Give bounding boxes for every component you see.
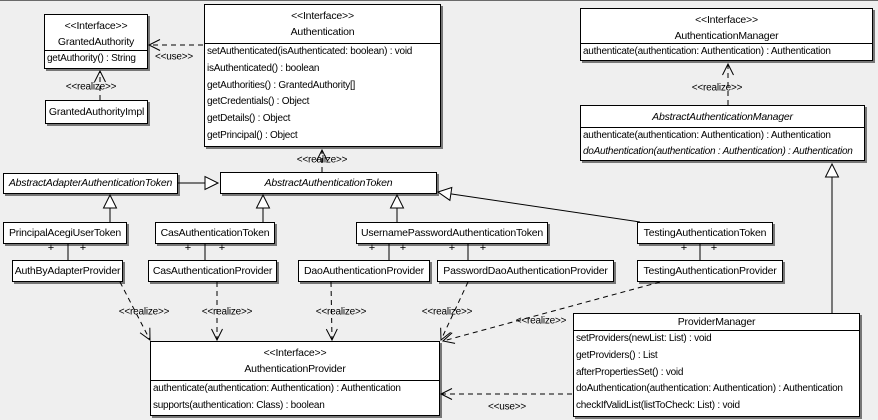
class-name: UsernamePasswordAuthenticationToken bbox=[360, 227, 544, 239]
edge-realize-password-dao-authentication-provider[interactable] bbox=[440, 281, 469, 342]
class-name: AbstractAdapterAuthenticationToken bbox=[8, 177, 173, 189]
use-label: <<use>> bbox=[487, 401, 527, 413]
edge-use-provider-manager[interactable] bbox=[439, 388, 572, 400]
stereotype-label: <<Interface>> bbox=[695, 14, 758, 26]
class-name: AuthenticationManager bbox=[674, 30, 779, 42]
edge-realize-auth-by-adapter-provider[interactable] bbox=[119, 281, 151, 341]
edge-realize-dao-authentication-provider[interactable] bbox=[325, 281, 338, 342]
class-name: GrantedAuthority bbox=[57, 36, 135, 48]
class-name: DaoAuthenticationProvider bbox=[304, 265, 424, 277]
class-name: AuthByAdapterProvider bbox=[14, 265, 121, 277]
class-method: setProviders(newList: List) : void bbox=[576, 333, 712, 344]
class-name: PrincipalAcegiUserToken bbox=[8, 227, 122, 239]
class-method: getProviders() : List bbox=[576, 349, 658, 361]
class-box-granted-authority[interactable]: <<Interface>> GrantedAuthority getAuthorit… bbox=[44, 14, 148, 69]
class-box-cas-authentication-token[interactable]: CasAuthenticationToken bbox=[155, 222, 275, 244]
class-method: authenticate(authentication: Authenticat… bbox=[583, 46, 831, 57]
class-method: getDetails() : Object bbox=[207, 113, 291, 125]
class-method: getCredentials() : Object bbox=[207, 96, 310, 108]
stereotype-label: <<Interface>> bbox=[263, 347, 327, 359]
edge-extends-testing-authentication-token[interactable] bbox=[436, 186, 641, 223]
realize-label: <<realize>> bbox=[65, 81, 117, 93]
class-box-authentication[interactable]: <<Interface>> Authentication setAuthentica… bbox=[204, 4, 441, 147]
class-method: afterPropertiesSet() : void bbox=[576, 366, 684, 378]
class-method: isAuthenticated() : boolean bbox=[207, 62, 320, 74]
multiplicity-label: + bbox=[368, 242, 376, 254]
class-method: getPrincipal() : Object bbox=[207, 130, 298, 142]
class-name: GrantedAuthorityImpl bbox=[48, 106, 145, 118]
class-box-dao-authentication-provider[interactable]: DaoAuthenticationProvider bbox=[298, 260, 430, 282]
class-name: CasAuthenticationToken bbox=[160, 227, 270, 239]
realize-label: <<realize>> bbox=[201, 306, 253, 318]
edge-realize-cas-authentication-provider[interactable] bbox=[211, 282, 223, 342]
edge-realize-testing-authentication-provider[interactable] bbox=[441, 281, 661, 344]
realize-label: <<realize>> bbox=[315, 306, 367, 318]
use-label: <<use>> bbox=[154, 51, 194, 63]
class-box-auth-by-adapter-provider[interactable]: AuthByAdapterProvider bbox=[12, 260, 123, 282]
class-name: PasswordDaoAuthenticationProvider bbox=[443, 265, 608, 277]
class-method: doAuthentication(authentication : Authen… bbox=[583, 145, 853, 157]
multiplicity-label: + bbox=[218, 242, 226, 254]
multiplicity-label: + bbox=[479, 242, 487, 254]
edge-use-authentication[interactable] bbox=[147, 39, 203, 51]
class-box-provider-manager[interactable]: ProviderManager setProviders(newList: Lis… bbox=[573, 313, 860, 417]
class-box-abstract-authentication-token[interactable]: AbstractAuthenticationToken bbox=[220, 172, 437, 194]
class-box-cas-authentication-provider[interactable]: CasAuthenticationProvider bbox=[148, 260, 277, 282]
edge-realize-abstract-authentication-token[interactable] bbox=[316, 148, 328, 172]
class-method: getAuthorities() : GrantedAuthority[] bbox=[207, 79, 356, 91]
class-name: Authentication bbox=[290, 26, 355, 38]
edge-realize-abstract-authentication-manager[interactable] bbox=[722, 62, 734, 105]
class-box-testing-authentication-token[interactable]: TestingAuthenticationToken bbox=[637, 222, 773, 244]
class-box-testing-authentication-provider[interactable]: TestingAuthenticationProvider bbox=[637, 260, 783, 282]
multiplicity-label: + bbox=[680, 242, 688, 254]
edge-extends-username-password-authentication-token[interactable] bbox=[389, 193, 405, 222]
class-box-authentication-manager[interactable]: <<Interface>> AuthenticationManager authen… bbox=[580, 8, 873, 61]
class-box-abstract-authentication-manager[interactable]: AbstractAuthenticationManager authenticat… bbox=[580, 105, 865, 161]
class-box-username-password-authentication-token[interactable]: UsernamePasswordAuthenticationToken bbox=[356, 222, 548, 244]
edge-extends-abstract-adapter-authentication-token[interactable] bbox=[178, 175, 220, 191]
class-box-authentication-provider[interactable]: <<Interface>> AuthenticationProvider authe… bbox=[150, 341, 440, 416]
class-name: CasAuthenticationProvider bbox=[152, 265, 273, 277]
class-method: authenticate(authentication: Authenticat… bbox=[583, 130, 831, 141]
realize-label: <<realize>> bbox=[691, 82, 743, 94]
class-name: TestingAuthenticationToken bbox=[643, 227, 767, 239]
edge-realize-granted-authority-impl[interactable] bbox=[94, 69, 106, 100]
class-method: getAuthority() : String bbox=[47, 53, 136, 64]
class-box-granted-authority-impl[interactable]: GrantedAuthorityImpl bbox=[45, 100, 148, 124]
class-method: setAuthenticated(isAuthenticated: boolea… bbox=[207, 46, 413, 57]
edge-extends-provider-manager[interactable] bbox=[824, 162, 840, 313]
class-box-password-dao-authentication-provider[interactable]: PasswordDaoAuthenticationProvider bbox=[437, 260, 614, 282]
multiplicity-label: + bbox=[710, 242, 718, 254]
class-method: supports(authentication: Class) : boolea… bbox=[153, 399, 325, 411]
multiplicity-label: + bbox=[184, 242, 192, 254]
class-box-abstract-adapter-authentication-token[interactable]: AbstractAdapterAuthenticationToken bbox=[3, 173, 178, 194]
class-name: TestingAuthenticationProvider bbox=[643, 265, 777, 277]
realize-label: <<realize>> bbox=[421, 306, 473, 318]
realize-label: <<realize>> bbox=[118, 306, 170, 318]
edge-extends-cas-authentication-token[interactable] bbox=[255, 193, 271, 222]
class-method: checkIfValidList(listToCheck: List) : vo… bbox=[576, 400, 740, 412]
multiplicity-label: + bbox=[399, 242, 407, 254]
multiplicity-label: + bbox=[79, 242, 87, 254]
stereotype-label: <<Interface>> bbox=[291, 10, 354, 22]
class-method: doAuthentication(authentication: Authent… bbox=[576, 383, 843, 395]
edge-extends-principal-acegi-user-token[interactable] bbox=[102, 193, 118, 222]
multiplicity-label: + bbox=[47, 242, 55, 254]
class-method: authenticate(authentication: Authenticat… bbox=[153, 383, 401, 394]
class-name: AbstractAuthenticationToken bbox=[264, 177, 393, 189]
class-name: AuthenticationProvider bbox=[244, 363, 346, 375]
realize-label: <<realize>> bbox=[515, 315, 567, 327]
class-name: AbstractAuthenticationManager bbox=[652, 111, 793, 123]
multiplicity-label: + bbox=[448, 242, 456, 254]
class-name: ProviderManager bbox=[677, 316, 756, 328]
stereotype-label: <<Interface>> bbox=[64, 20, 128, 32]
realize-label: <<realize>> bbox=[296, 154, 348, 166]
class-box-principal-acegi-user-token[interactable]: PrincipalAcegiUserToken bbox=[3, 222, 127, 244]
